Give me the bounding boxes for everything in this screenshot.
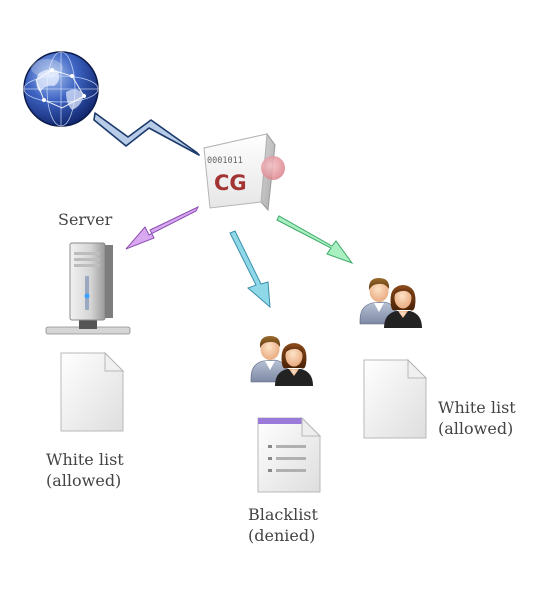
blacklist-label: Blacklist (denied) (248, 504, 318, 546)
whitelist-server-line2: (allowed) (46, 471, 122, 490)
gateway-logo: CG (214, 171, 247, 195)
whitelist-server-document-icon (60, 352, 124, 432)
server-icon (45, 242, 131, 335)
blacklist-line2: (denied) (248, 526, 316, 545)
server-label: Server (58, 209, 112, 230)
arrow-to-blacklist (229, 230, 271, 309)
server-label-text: Server (58, 210, 113, 229)
blacklist-line1: Blacklist (248, 505, 318, 524)
red-orb-icon (261, 156, 285, 180)
whitelist-users-label: White list (allowed) (438, 397, 516, 439)
lightning-link (93, 112, 200, 156)
arrow-to-whitelist-users (276, 215, 354, 265)
blacklist-document-icon (257, 416, 322, 493)
arrow-to-server (125, 205, 200, 250)
whitelist-server-line1: White list (46, 450, 124, 469)
globe-icon (23, 51, 99, 127)
users-whitelist-group-icon (359, 277, 423, 329)
whitelist-server-label: White list (allowed) (46, 449, 124, 491)
whitelist-users-document-icon (363, 359, 427, 439)
gateway-bits: 0001011 (207, 156, 243, 166)
gateway-cube: 0001011 CG (203, 132, 285, 212)
users-blacklist-group-icon (250, 335, 314, 387)
whitelist-users-line2: (allowed) (438, 419, 514, 438)
whitelist-users-line1: White list (438, 398, 516, 417)
